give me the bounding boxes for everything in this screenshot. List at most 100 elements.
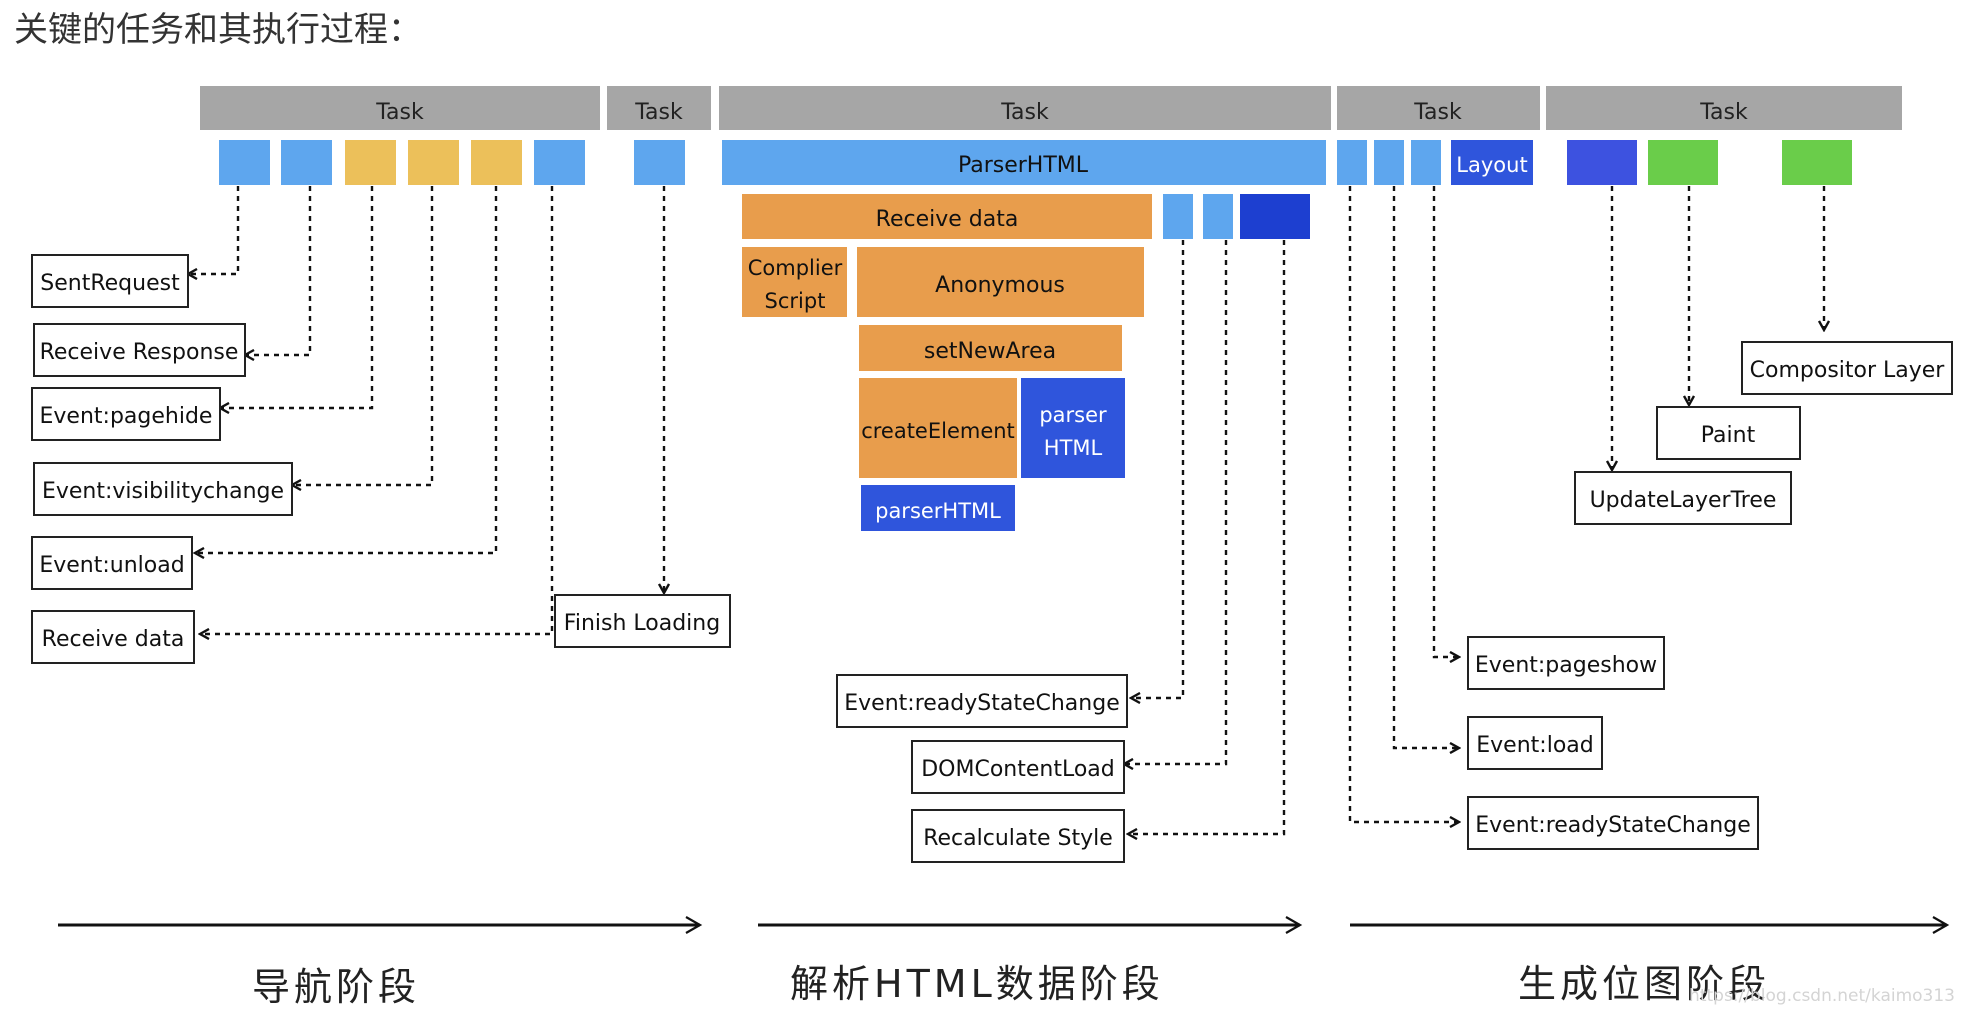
subtask-square	[219, 140, 270, 185]
event-box	[31, 387, 221, 441]
compositor-square	[1782, 140, 1852, 185]
task-bars: Task Task Task Task Task	[200, 86, 1902, 130]
event-label: Event:unload	[39, 553, 184, 578]
task-bar-load	[1337, 86, 1540, 130]
event-label: Event:readyStateChange	[844, 691, 1119, 716]
connectors	[188, 186, 1824, 834]
parse-event-boxes: Event:readyStateChange DOMContentLoad Re…	[836, 674, 1128, 863]
update-layer-tree-box	[1574, 471, 1792, 525]
connector-ready-state-load	[1348, 186, 1459, 822]
task-bar-parse	[719, 86, 1331, 130]
watermark: https://blog.csdn.net/kaimo313	[1689, 986, 1955, 1006]
complier-script-line2: Script	[765, 289, 826, 313]
paint-label: Paint	[1701, 423, 1756, 448]
navigation-event-boxes: SentRequest Receive Response Event:pageh…	[31, 254, 731, 664]
connector-dom-content-load	[1124, 240, 1228, 764]
event-label: Event:load	[1476, 733, 1593, 758]
anonymous-label: Anonymous	[935, 273, 1065, 298]
task-label: Task	[1413, 100, 1462, 125]
parser-html-small-block	[1021, 378, 1125, 478]
event-box	[911, 740, 1125, 794]
event-label: Event:readyStateChange	[1475, 813, 1750, 838]
create-element-label: createElement	[861, 419, 1015, 443]
event-box	[1467, 796, 1759, 850]
connector-ready-state-parse	[1131, 240, 1185, 698]
subtask-square	[408, 140, 459, 185]
event-label: Event:pageshow	[1475, 653, 1657, 678]
connector-unload	[195, 186, 498, 553]
task-label: Task	[1000, 100, 1049, 125]
task-label: Task	[375, 100, 424, 125]
finish-loading-box	[554, 594, 731, 648]
update-layer-tree-label: UpdateLayerTree	[1590, 488, 1777, 513]
parse-html-blocks: ParserHTML Receive data Complier Script …	[722, 140, 1326, 531]
parse-square	[1203, 194, 1233, 239]
event-box	[33, 462, 293, 516]
navigation-subtasks	[219, 140, 685, 185]
parser-html-bar	[722, 140, 1326, 185]
event-label: Event:visibilitychange	[42, 479, 284, 504]
event-box	[31, 536, 193, 590]
parser-html-bottom-label: parserHTML	[875, 499, 1001, 523]
set-new-area-block	[859, 325, 1122, 371]
paint-box	[1656, 406, 1801, 460]
event-box	[1467, 636, 1665, 690]
set-new-area-label: setNewArea	[924, 339, 1056, 364]
task-bar-navigation	[200, 86, 600, 130]
recalc-style-square	[1240, 194, 1310, 239]
render-step-boxes: Compositor Layer Paint UpdateLayerTree	[1574, 341, 1953, 525]
connector-visibilitychange	[292, 186, 434, 485]
parser-html-label: ParserHTML	[958, 153, 1089, 178]
event-box	[31, 610, 195, 664]
connector-pageshow	[1432, 186, 1459, 657]
compositor-layer-label: Compositor Layer	[1750, 358, 1946, 383]
task-bar-finish	[607, 86, 711, 130]
layout-label: Layout	[1456, 153, 1527, 177]
phase-label-parse: 解析HTML数据阶段	[790, 962, 1164, 1006]
paint-square	[1648, 140, 1718, 185]
update-layer-tree-square	[1567, 140, 1637, 185]
subtask-square	[534, 140, 585, 185]
phase-label-render: 生成位图阶段	[1518, 962, 1770, 1006]
subtask-square	[471, 140, 522, 185]
create-element-block	[859, 378, 1017, 478]
layout-block	[1451, 140, 1533, 185]
event-label: DOMContentLoad	[921, 757, 1115, 782]
complier-script-block	[742, 247, 847, 317]
event-box	[836, 674, 1128, 728]
connector-pagehide	[220, 186, 374, 408]
task-bar-render	[1546, 86, 1902, 130]
event-box	[33, 323, 246, 377]
load-square	[1411, 140, 1441, 185]
connector-sent-request	[188, 186, 240, 274]
parse-square	[1163, 194, 1193, 239]
anonymous-block	[857, 247, 1144, 317]
receive-data-bar	[742, 194, 1152, 239]
event-label: Event:pagehide	[40, 404, 213, 429]
receive-data-label: Receive data	[876, 207, 1019, 232]
subtask-square	[345, 140, 396, 185]
subtask-square	[634, 140, 685, 185]
connector-receive-response	[245, 186, 312, 355]
event-label: Recalculate Style	[923, 826, 1113, 851]
compositor-layer-box	[1741, 341, 1953, 395]
load-square	[1337, 140, 1367, 185]
finish-loading-label: Finish Loading	[564, 611, 720, 636]
connector-recalculate-style	[1128, 240, 1286, 834]
connector-load	[1392, 186, 1459, 748]
page-heading: 关键的任务和其执行过程：	[14, 10, 422, 50]
task-label: Task	[1699, 100, 1748, 125]
connector-receive-data	[200, 186, 554, 634]
complier-script-line1: Complier	[748, 256, 843, 280]
load-blocks: Layout	[1337, 140, 1533, 185]
event-label: SentRequest	[40, 271, 180, 296]
event-label: Receive data	[42, 627, 185, 652]
render-blocks	[1567, 140, 1852, 185]
parser-html-small-line1: parser	[1039, 403, 1107, 427]
task-label: Task	[634, 100, 683, 125]
parser-html-bottom-block	[861, 485, 1015, 531]
event-box	[31, 254, 189, 308]
parser-html-small-line2: HTML	[1044, 436, 1103, 460]
phase-label-navigation: 导航阶段	[252, 965, 420, 1009]
